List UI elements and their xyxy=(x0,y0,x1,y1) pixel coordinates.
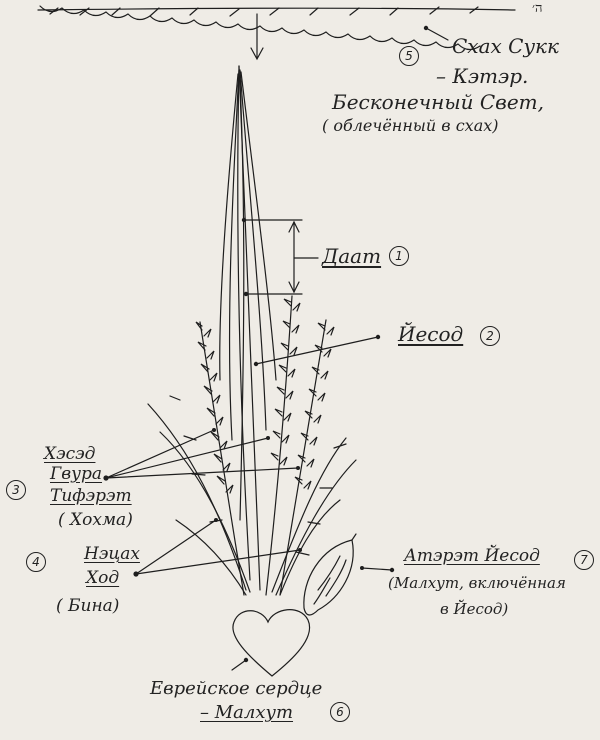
hadassim-right xyxy=(279,319,335,596)
ateret-line-2: (Малхут, включённая xyxy=(388,574,566,592)
lulav-frond xyxy=(219,65,277,591)
light-arrow xyxy=(250,13,264,61)
hesed-line-1: Хэсэд xyxy=(44,444,96,464)
label-number-5: 5 xyxy=(399,46,419,66)
hesed-line-3: Тифэрэт xyxy=(50,486,132,506)
heart-shape xyxy=(232,609,311,677)
yesod-label: Йесод xyxy=(398,322,464,346)
label-number-4: 4 xyxy=(26,552,46,572)
aravot xyxy=(147,395,357,596)
keter-line-2: – Кэтэр. xyxy=(436,64,529,88)
keter-line-4: ( облечённый в схах) xyxy=(322,116,499,135)
corner-mark: ה׳ xyxy=(532,1,543,16)
netzach-line-1: Нэцах xyxy=(84,544,140,564)
daat-label: Даат xyxy=(322,244,382,268)
label-number-1: 1 xyxy=(389,246,409,266)
hesed-line-4: ( Хохма) xyxy=(58,510,133,530)
heart-line-2: – Малхут xyxy=(200,702,294,723)
leader-lines xyxy=(105,27,449,671)
ateret-line-1: Атэрэт Йесод xyxy=(404,546,540,566)
keter-line-1: Схах Сукк xyxy=(452,34,559,58)
label-number-6: 6 xyxy=(330,702,350,722)
etrog xyxy=(303,533,357,616)
netzach-line-3: ( Бина) xyxy=(56,596,120,616)
schach-roof xyxy=(37,5,516,51)
label-number-7: 7 xyxy=(574,550,594,570)
label-number-3: 3 xyxy=(6,480,26,500)
hesed-line-2: Гвура xyxy=(50,464,103,484)
keter-line-3: Бесконечный Свет, xyxy=(332,90,544,114)
leader-dots xyxy=(103,25,429,663)
ateret-line-3: в Йесод) xyxy=(440,600,509,618)
heart-line-1: Еврейское сердце xyxy=(150,678,323,699)
label-number-2: 2 xyxy=(480,326,500,346)
daat-bracket xyxy=(243,219,319,295)
netzach-line-2: Ход xyxy=(86,568,120,588)
